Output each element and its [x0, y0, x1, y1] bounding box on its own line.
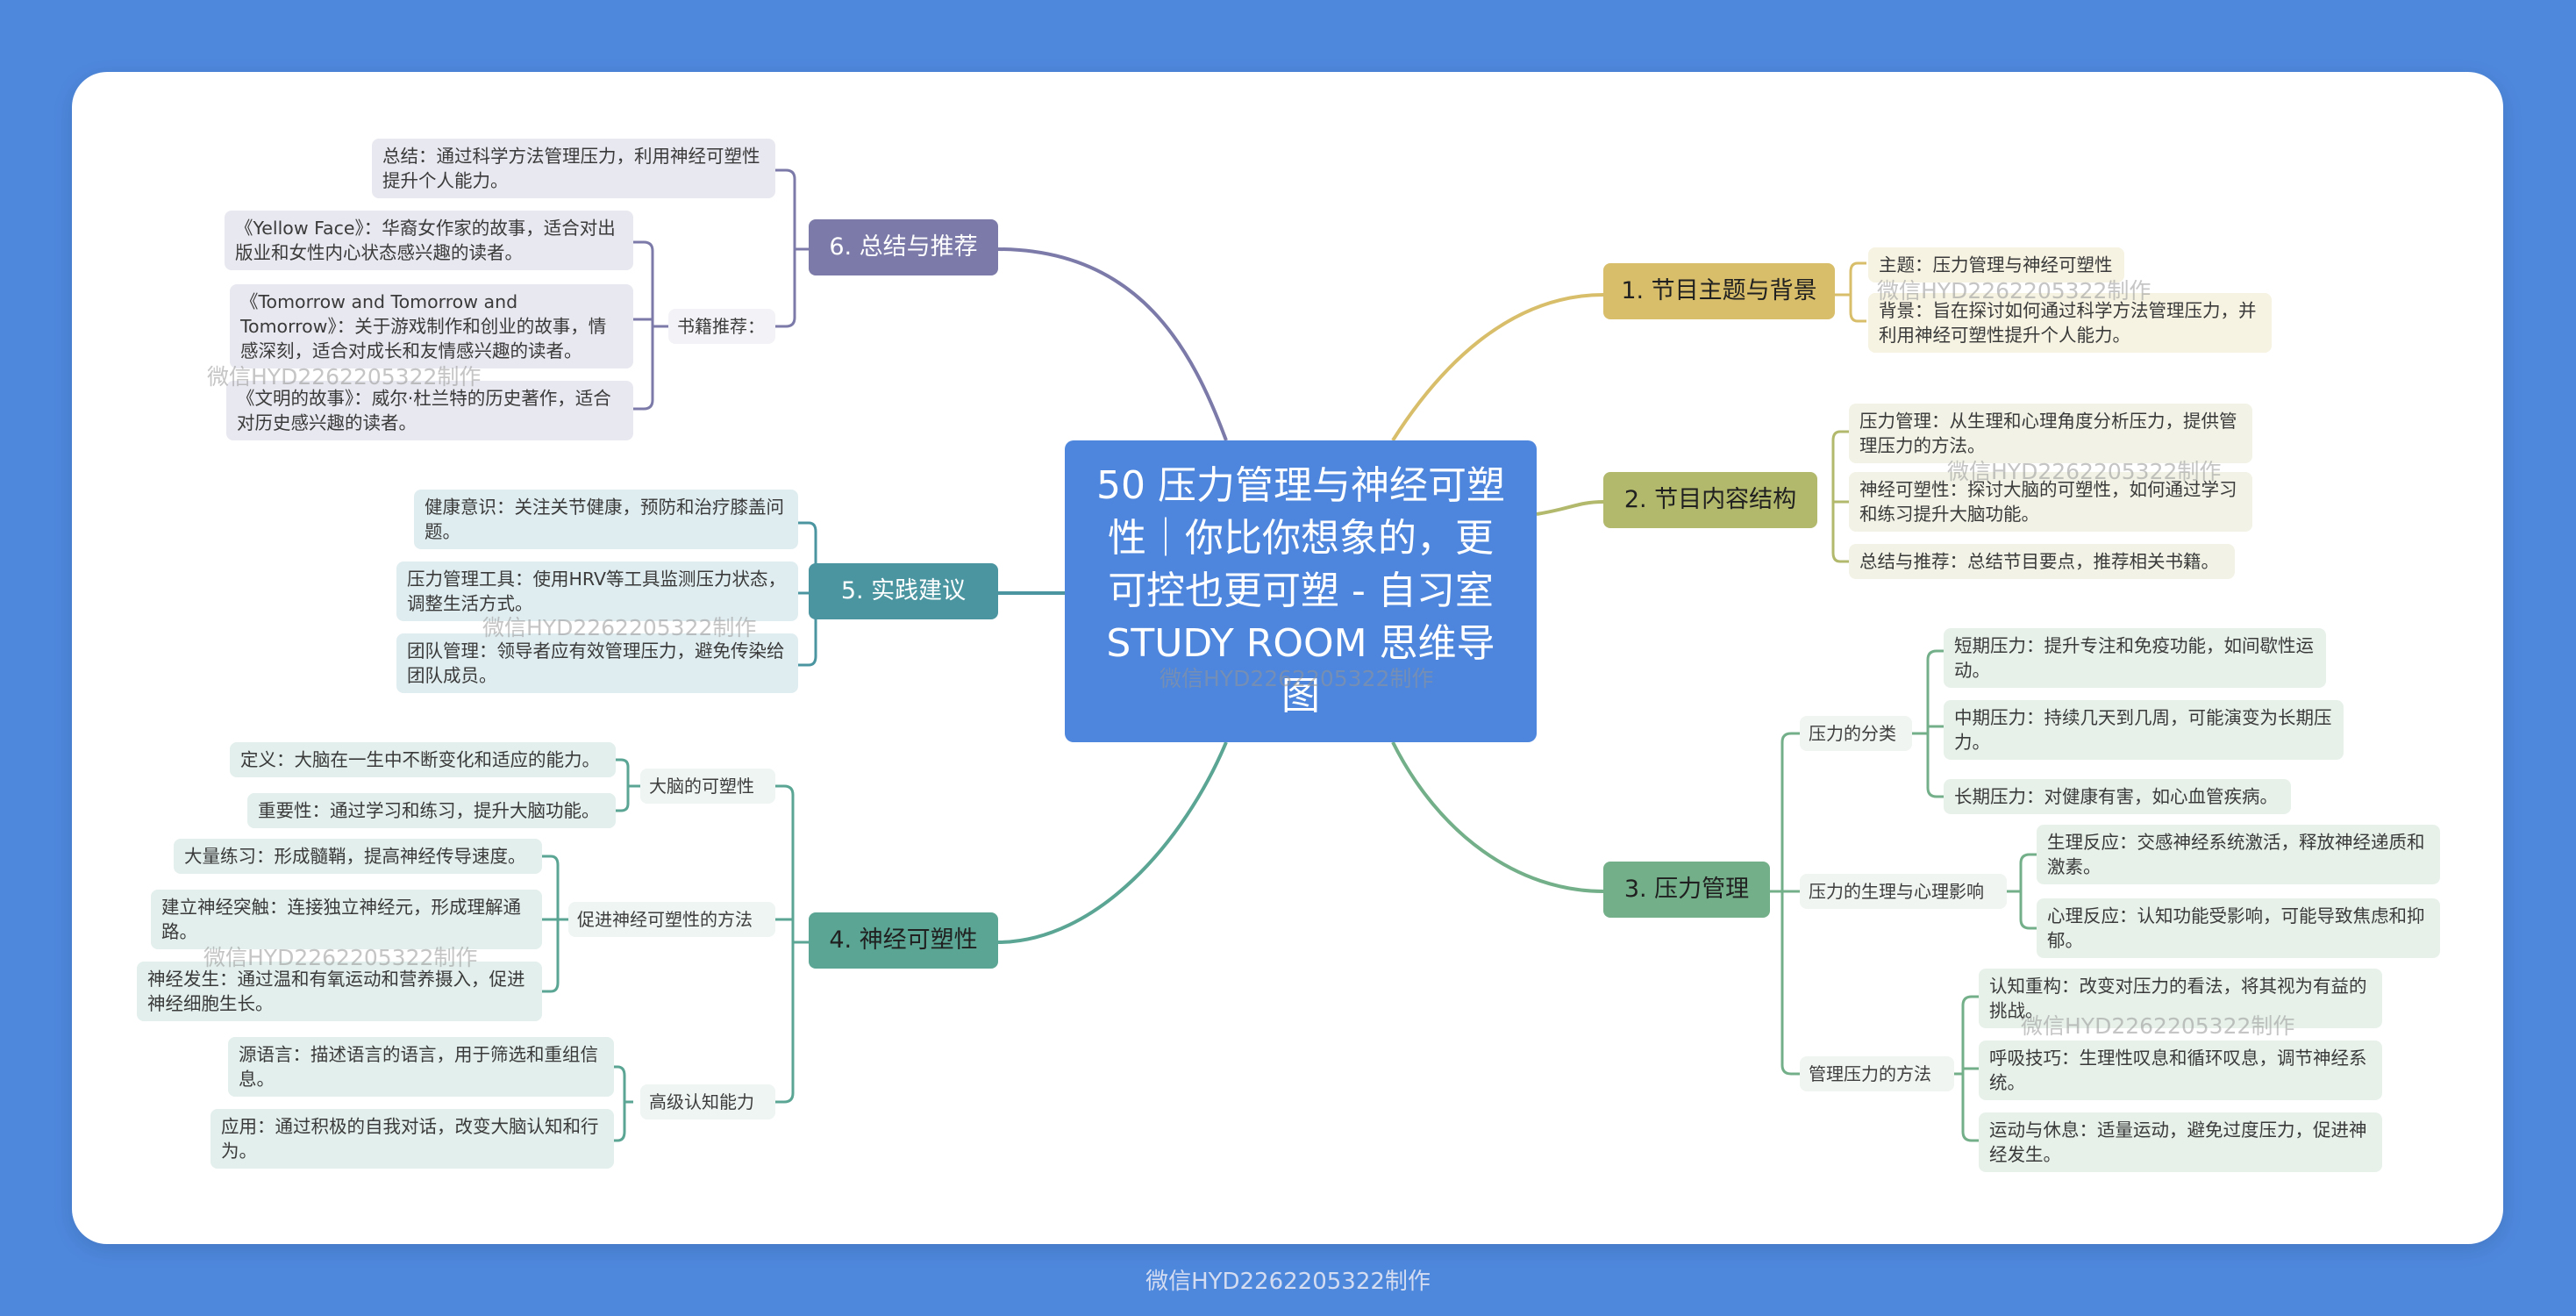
b6-books-label[interactable]: 书籍推荐： — [668, 309, 775, 344]
branch-4-topic[interactable]: 4. 神经可塑性 — [809, 912, 998, 969]
b5-item[interactable]: 压力管理工具：使用HRV等工具监测压力状态，调整生活方式。 — [396, 561, 798, 621]
branch-3-topic[interactable]: 3. 压力管理 — [1603, 862, 1770, 918]
branch-5-topic[interactable]: 5. 实践建议 — [809, 563, 998, 619]
watermark-footer: 微信HYD2262205322制作 — [1145, 1269, 1431, 1295]
b3-item[interactable]: 中期压力：持续几天到几周，可能演变为长期压力。 — [1944, 700, 2344, 760]
b4-item[interactable]: 定义：大脑在一生中不断变化和适应的能力。 — [230, 742, 616, 777]
b3-group-label[interactable]: 压力的生理与心理影响 — [1800, 874, 2007, 909]
b5-item[interactable]: 健康意识：关注关节健康，预防和治疗膝盖问题。 — [414, 490, 798, 549]
b4-group-label[interactable]: 高级认知能力 — [640, 1084, 775, 1119]
central-topic[interactable]: 50 压力管理与神经可塑性｜你比你想象的，更可控也更可塑 - 自习室 STUDY… — [1065, 440, 1537, 742]
b3-item[interactable]: 心理反应：认知功能受影响，可能导致焦虑和抑郁。 — [2037, 898, 2440, 958]
b4-item[interactable]: 神经发生：通过温和有氧运动和营养摄入，促进神经细胞生长。 — [137, 962, 542, 1021]
b5-item[interactable]: 团队管理：领导者应有效管理压力，避免传染给团队成员。 — [396, 633, 798, 693]
b3-item[interactable]: 长期压力：对健康有害，如心血管疾病。 — [1944, 779, 2291, 814]
b1-item[interactable]: 背景：旨在探讨如何通过科学方法管理压力，并利用神经可塑性提升个人能力。 — [1868, 293, 2272, 353]
b4-group-label[interactable]: 促进神经可塑性的方法 — [568, 902, 775, 937]
b3-group-label[interactable]: 管理压力的方法 — [1800, 1056, 1954, 1091]
b4-item[interactable]: 重要性：通过学习和练习，提升大脑功能。 — [247, 793, 616, 828]
b4-group-label[interactable]: 大脑的可塑性 — [640, 769, 775, 804]
b6-book[interactable]: 《文明的故事》：威尔·杜兰特的历史著作，适合对历史感兴趣的读者。 — [226, 381, 633, 440]
b2-item[interactable]: 压力管理：从生理和心理角度分析压力，提供管理压力的方法。 — [1849, 404, 2252, 463]
b4-item[interactable]: 源语言：描述语言的语言，用于筛选和重组信息。 — [228, 1037, 614, 1097]
branch-1-topic[interactable]: 1. 节目主题与背景 — [1603, 263, 1835, 319]
b2-item[interactable]: 总结与推荐：总结节目要点，推荐相关书籍。 — [1849, 544, 2235, 579]
b6-summary[interactable]: 总结：通过科学方法管理压力，利用神经可塑性提升个人能力。 — [372, 139, 775, 198]
b3-group-label[interactable]: 压力的分类 — [1800, 716, 1912, 751]
b2-item[interactable]: 神经可塑性：探讨大脑的可塑性，如何通过学习和练习提升大脑功能。 — [1849, 472, 2252, 532]
branch-2-topic[interactable]: 2. 节目内容结构 — [1603, 472, 1817, 528]
b3-item[interactable]: 运动与休息：适量运动，避免过度压力，促进神经发生。 — [1979, 1112, 2382, 1172]
b6-book[interactable]: 《Yellow Face》：华裔女作家的故事，适合对出版业和女性内心状态感兴趣的… — [225, 211, 633, 270]
b3-item[interactable]: 认知重构：改变对压力的看法，将其视为有益的挑战。 — [1979, 969, 2382, 1028]
b3-item[interactable]: 呼吸技巧：生理性叹息和循环叹息，调节神经系统。 — [1979, 1041, 2382, 1100]
branch-6-topic[interactable]: 6. 总结与推荐 — [809, 219, 998, 275]
b1-item[interactable]: 主题：压力管理与神经可塑性 — [1868, 247, 2124, 283]
b3-item[interactable]: 生理反应：交感神经系统激活，释放神经递质和激素。 — [2037, 825, 2440, 884]
b6-book[interactable]: 《Tomorrow and Tomorrow and Tomorrow》：关于游… — [230, 284, 633, 368]
b4-item[interactable]: 大量练习：形成髓鞘，提高神经传导速度。 — [174, 839, 542, 874]
b4-item[interactable]: 建立神经突触：连接独立神经元，形成理解通路。 — [151, 890, 542, 949]
b3-item[interactable]: 短期压力：提升专注和免疫功能，如间歇性运动。 — [1944, 628, 2326, 688]
b4-item[interactable]: 应用：通过积极的自我对话，改变大脑认知和行为。 — [211, 1109, 614, 1169]
